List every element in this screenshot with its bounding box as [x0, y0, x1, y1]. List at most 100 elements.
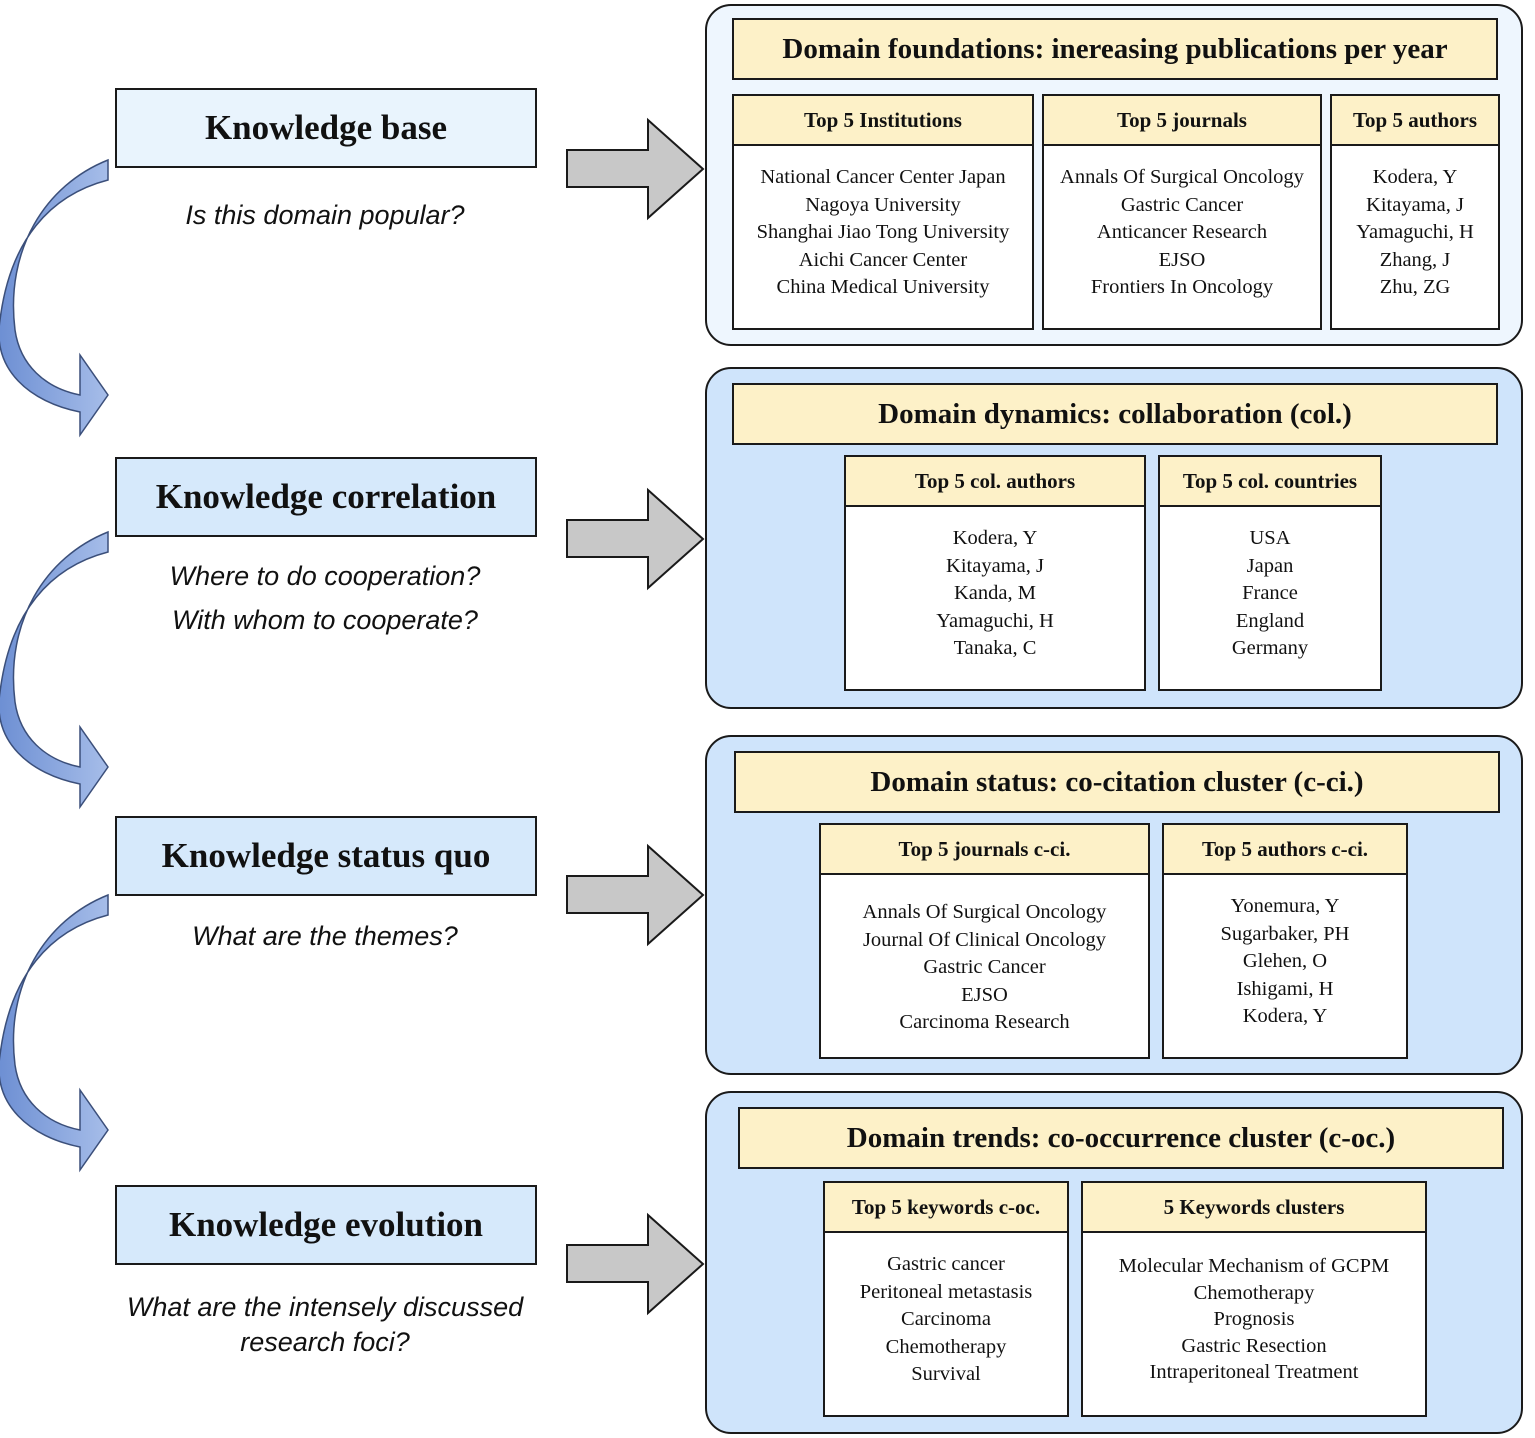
panel-domain-dynamics: Domain dynamics: collaboration (col.) To…: [705, 367, 1523, 709]
list-item: Kodera, Y: [1372, 166, 1458, 188]
list-item: Aichi Cancer Center: [798, 248, 968, 271]
list-top-journals-cci: Top 5 journals c-ci. Annals Of Surgical …: [819, 823, 1150, 1059]
panel-title: Domain dynamics: collaboration (col.): [732, 383, 1498, 445]
list-item: France: [1242, 582, 1298, 605]
list-header: Top 5 authors c-ci.: [1164, 825, 1406, 875]
panel-title: Domain status: co-citation cluster (c-ci…: [734, 751, 1500, 813]
block-arrow-3: [566, 843, 705, 947]
curved-arrow-1: [0, 158, 109, 438]
list-item: USA: [1249, 527, 1291, 549]
stage-question: What are the themes?: [60, 916, 590, 956]
question-line: What are the themes?: [192, 921, 458, 951]
panel-title: Domain trends: co-occurrence cluster (c-…: [738, 1107, 1504, 1169]
list-item: Zhu, ZG: [1379, 276, 1451, 299]
list-header: Top 5 keywords c-oc.: [825, 1183, 1067, 1233]
list-top-institutions: Top 5 Institutions National Cancer Cente…: [732, 94, 1034, 330]
list-items: USA Japan France England Germany: [1160, 507, 1380, 663]
panel-domain-foundations: Domain foundations: inereasing publicati…: [705, 4, 1523, 346]
list-items: Yonemura, Y Sugarbaker, PH Glehen, O Ish…: [1164, 875, 1406, 1031]
list-items: National Cancer Center Japan Nagoya Univ…: [734, 146, 1032, 302]
list-item: Tanaka, C: [953, 637, 1037, 660]
list-items: Annals Of Surgical Oncology Journal Of C…: [821, 875, 1148, 1037]
question-line: With whom to cooperate?: [172, 605, 478, 635]
list-item: Journal Of Clinical Oncology: [862, 928, 1107, 951]
list-top-keywords-coc: Top 5 keywords c-oc. Gastric cancer Peri…: [823, 1181, 1069, 1417]
curved-arrow-3: [0, 893, 109, 1173]
stage-knowledge-base: Knowledge base: [115, 88, 537, 168]
list-header: Top 5 authors: [1332, 96, 1498, 146]
list-header: Top 5 col. authors: [846, 457, 1144, 507]
list-header: Top 5 journals c-ci.: [821, 825, 1148, 875]
list-item: Germany: [1231, 637, 1309, 660]
question-line: Is this domain popular?: [185, 200, 465, 230]
list-header: Top 5 journals: [1044, 96, 1320, 146]
list-item: Frontiers In Oncology: [1090, 276, 1274, 299]
list-item: Prognosis: [1213, 1308, 1295, 1331]
list-item: Kitayama, J: [946, 554, 1044, 577]
list-item: Yamaguchi, H: [1356, 221, 1474, 244]
question-line: Where to do cooperation?: [169, 561, 481, 591]
list-item: Japan: [1246, 554, 1294, 577]
list-item: Annals Of Surgical Oncology: [1060, 166, 1304, 188]
panel-domain-status: Domain status: co-citation cluster (c-ci…: [705, 735, 1523, 1075]
list-item: Zhang, J: [1379, 248, 1451, 271]
list-item: Carcinoma Research: [899, 1011, 1070, 1034]
list-item: Gastric Cancer: [923, 956, 1046, 979]
list-item: Gastric Resection: [1181, 1334, 1327, 1357]
list-item: Kitayama, J: [1366, 193, 1464, 216]
list-item: National Cancer Center Japan: [760, 166, 1006, 188]
list-item: Ishigami, H: [1236, 977, 1334, 1000]
list-item: Intraperitoneal Treatment: [1149, 1361, 1359, 1384]
question-line: research foci?: [240, 1327, 410, 1357]
list-item: Survival: [911, 1363, 981, 1386]
panel-title: Domain foundations: inereasing publicati…: [732, 18, 1498, 80]
list-items: Kodera, Y Kitayama, J Yamaguchi, H Zhang…: [1332, 146, 1498, 302]
list-items: Molecular Mechanism of GCPM Chemotherapy…: [1083, 1233, 1425, 1386]
list-item: Anticancer Research: [1096, 221, 1268, 244]
stage-question: Where to do cooperation? With whom to co…: [60, 556, 590, 640]
list-item: Kanda, M: [954, 582, 1036, 605]
list-item: Glehen, O: [1242, 950, 1328, 973]
list-item: Molecular Mechanism of GCPM: [1118, 1255, 1390, 1277]
list-items: Kodera, Y Kitayama, J Kanda, M Yamaguchi…: [846, 507, 1144, 663]
list-item: Kodera, Y: [1242, 1005, 1328, 1028]
list-item: Annals Of Surgical Oncology: [862, 901, 1107, 923]
stage-question: Is this domain popular?: [60, 195, 590, 235]
list-header: Top 5 Institutions: [734, 96, 1032, 146]
list-item: Sugarbaker, PH: [1220, 922, 1350, 945]
curved-arrow-2: [0, 530, 109, 810]
list-header: 5 Keywords clusters: [1083, 1183, 1425, 1233]
list-top-journals: Top 5 journals Annals Of Surgical Oncolo…: [1042, 94, 1322, 330]
list-keywords-clusters: 5 Keywords clusters Molecular Mechanism …: [1081, 1181, 1427, 1417]
list-item: Nagoya University: [805, 193, 961, 216]
question-line: What are the intensely discussed: [126, 1292, 524, 1322]
list-item: Gastric cancer: [887, 1253, 1005, 1275]
stage-knowledge-correlation: Knowledge correlation: [115, 457, 537, 537]
panel-domain-trends: Domain trends: co-occurrence cluster (c-…: [705, 1091, 1523, 1434]
stage-question: What are the intensely discussed researc…: [60, 1290, 590, 1360]
list-item: Chemotherapy: [885, 1335, 1007, 1358]
list-item: EJSO: [1158, 248, 1206, 271]
list-top-col-authors: Top 5 col. authors Kodera, Y Kitayama, J…: [844, 455, 1146, 691]
list-top-authors-cci: Top 5 authors c-ci. Yonemura, Y Sugarbak…: [1162, 823, 1408, 1059]
list-item: Chemotherapy: [1193, 1281, 1315, 1304]
stage-knowledge-evolution: Knowledge evolution: [115, 1185, 537, 1265]
list-item: China Medical University: [776, 276, 990, 299]
list-item: Carcinoma: [901, 1308, 991, 1331]
list-items: Annals Of Surgical Oncology Gastric Canc…: [1044, 146, 1320, 302]
list-item: Yamaguchi, H: [936, 609, 1054, 632]
list-item: Shanghai Jiao Tong University: [756, 221, 1010, 244]
list-top-authors: Top 5 authors Kodera, Y Kitayama, J Yama…: [1330, 94, 1500, 330]
list-items: Gastric cancer Peritoneal metastasis Car…: [825, 1233, 1067, 1389]
list-item: EJSO: [961, 983, 1008, 1006]
list-item: Yonemura, Y: [1230, 895, 1340, 917]
stage-knowledge-status-quo: Knowledge status quo: [115, 816, 537, 896]
block-arrow-4: [566, 1212, 705, 1316]
list-item: Kodera, Y: [952, 527, 1038, 549]
list-item: England: [1235, 609, 1305, 632]
list-item: Peritoneal metastasis: [859, 1280, 1033, 1303]
block-arrow-1: [566, 117, 705, 221]
list-top-col-countries: Top 5 col. countries USA Japan France En…: [1158, 455, 1382, 691]
block-arrow-2: [566, 487, 705, 591]
